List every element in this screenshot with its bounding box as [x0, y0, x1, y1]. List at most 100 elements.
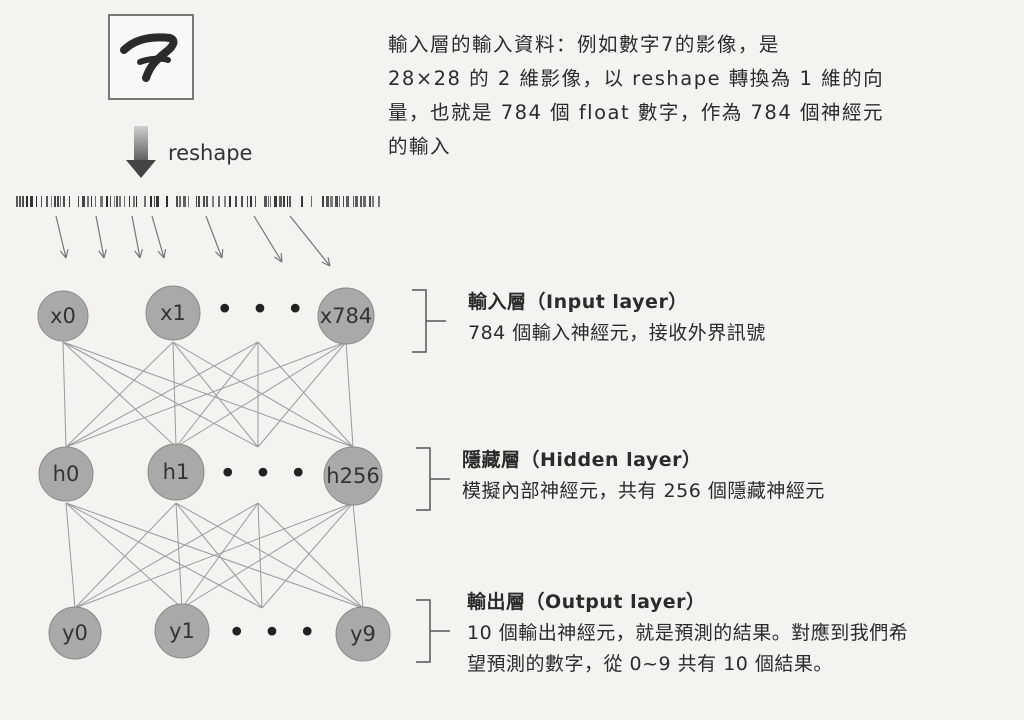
handwritten-seven-drawing: [120, 33, 178, 82]
input-arrow: [55, 215, 69, 259]
node-y9: [335, 606, 391, 662]
vector-bar-segment: [166, 196, 168, 207]
connection-line: [175, 502, 183, 609]
vector-bar-segment: [355, 196, 358, 207]
vector-bar-segment: [289, 196, 291, 207]
vector-bar-segment: [229, 196, 231, 207]
connection-line: [74, 502, 354, 609]
vector-bar-segment: [26, 196, 28, 207]
vector-bar-segment: [150, 196, 152, 207]
vector-bar-segment: [212, 196, 214, 207]
connection-line: [175, 502, 263, 609]
vector-bar-segment: [343, 196, 344, 207]
node-x0: [37, 290, 89, 342]
vector-bar-segment: [78, 196, 79, 207]
vector-bar-segment: [51, 196, 52, 207]
input-arrow: [289, 215, 331, 267]
vector-bar-segment: [311, 196, 312, 207]
intro-line-4: 的輸入: [388, 135, 452, 158]
connection-line: [257, 502, 263, 609]
hidden-layer-nodes: h0 h1 • • • h256: [38, 443, 383, 506]
connection-line: [172, 341, 259, 448]
vector-bar-segment: [198, 196, 200, 207]
connection-line: [257, 341, 347, 448]
intro-line-1: 輸入層的輸入資料：例如數字7的影像，是: [388, 33, 780, 56]
vector-bar-segment: [133, 196, 135, 207]
vector-bar-segment: [335, 196, 338, 207]
vector-bar-segment: [339, 196, 340, 207]
node-x1: [145, 285, 201, 341]
vector-bar-segment: [250, 196, 252, 207]
input-layer-text: 784 個輸入神經元，接收外界訊號: [468, 322, 766, 344]
vector-bar-segment: [110, 196, 111, 207]
vector-bar-segment: [95, 196, 96, 207]
output-layer-title: 輸出層（Output layer）: [467, 591, 706, 613]
vector-bar-segment: [378, 196, 380, 207]
connection-line: [175, 341, 259, 448]
connection-line: [62, 341, 354, 448]
vector-bar-segment: [119, 196, 121, 207]
node-y1: [154, 603, 210, 659]
reshape-label: reshape: [168, 141, 253, 165]
vector-bar-segment: [264, 196, 267, 207]
connection-line: [181, 502, 259, 609]
vector-bar-segment: [274, 196, 277, 207]
input-arrows: [55, 215, 331, 267]
vector-bar-segment: [322, 196, 324, 207]
connection-line: [62, 341, 67, 448]
input-arrow: [131, 215, 143, 259]
vector-bar-segment: [46, 196, 48, 207]
output-layer-text-line-1: 10 個輸出神經元，就是預測的結果。對應到我們希: [467, 622, 909, 644]
vector-bar-segment: [283, 196, 285, 207]
node-h256: [323, 446, 383, 506]
vector-bar-segment: [22, 196, 24, 207]
layer-brackets: [412, 289, 450, 663]
vector-bar-segment: [279, 196, 282, 207]
vector-bar-segment: [326, 196, 329, 207]
output-layer-nodes: y0 y1 • • • y9: [48, 603, 391, 662]
vector-bar-segment: [69, 196, 70, 207]
connection-line: [172, 341, 177, 448]
vector-bar-segment: [19, 196, 21, 207]
vector-bar-segment: [144, 196, 146, 207]
vector-bar-segment: [114, 196, 115, 207]
connection-line: [181, 502, 354, 609]
input-arrow: [151, 215, 167, 259]
connection-line: [65, 341, 259, 448]
vector-bar-segment: [106, 196, 108, 207]
connection-line: [257, 341, 354, 448]
connection-line: [74, 502, 259, 609]
vector-bar-segment: [156, 196, 159, 207]
vector-bar-segment: [369, 196, 371, 207]
node-y0-label: y0: [62, 621, 88, 645]
input-arrow: [95, 215, 107, 259]
node-h0-label: h0: [53, 462, 80, 486]
connection-line: [74, 502, 177, 609]
vector-bar-segment: [353, 196, 354, 207]
vector-bar-segment: [301, 196, 303, 207]
connection-line: [175, 502, 364, 609]
vector-bar-segment: [57, 196, 59, 207]
digit-seven-image: [108, 14, 194, 100]
vector-bar-segment: [330, 196, 333, 207]
node-h0: [38, 446, 94, 502]
vector-bar-segment: [60, 196, 61, 207]
connection-line: [65, 502, 183, 609]
vector-bar-segment: [360, 196, 362, 207]
vector-bar-segment: [196, 196, 197, 207]
vector-bar-segment: [54, 196, 56, 207]
vector-bar-segment: [346, 196, 349, 207]
node-x1-label: x1: [160, 301, 186, 325]
hidden-ellipsis: • • •: [219, 457, 311, 492]
vector-bar-segment: [363, 196, 366, 207]
output-bracket: [416, 599, 450, 663]
connection-line: [65, 341, 347, 448]
vector-bar-segment: [41, 196, 42, 207]
hidden-layer-text: 模擬內部神經元，共有 256 個隱藏神經元: [462, 480, 825, 502]
intro-line-2: 28×28 的 2 維影像，以 reshape 轉換為 1 維的向: [388, 67, 885, 90]
vector-bar-segment: [30, 196, 33, 207]
vector-bar-segment: [16, 196, 18, 207]
vector-bar-segment: [188, 196, 189, 207]
hidden-output-connections: [65, 502, 364, 609]
connection-line: [172, 341, 354, 448]
